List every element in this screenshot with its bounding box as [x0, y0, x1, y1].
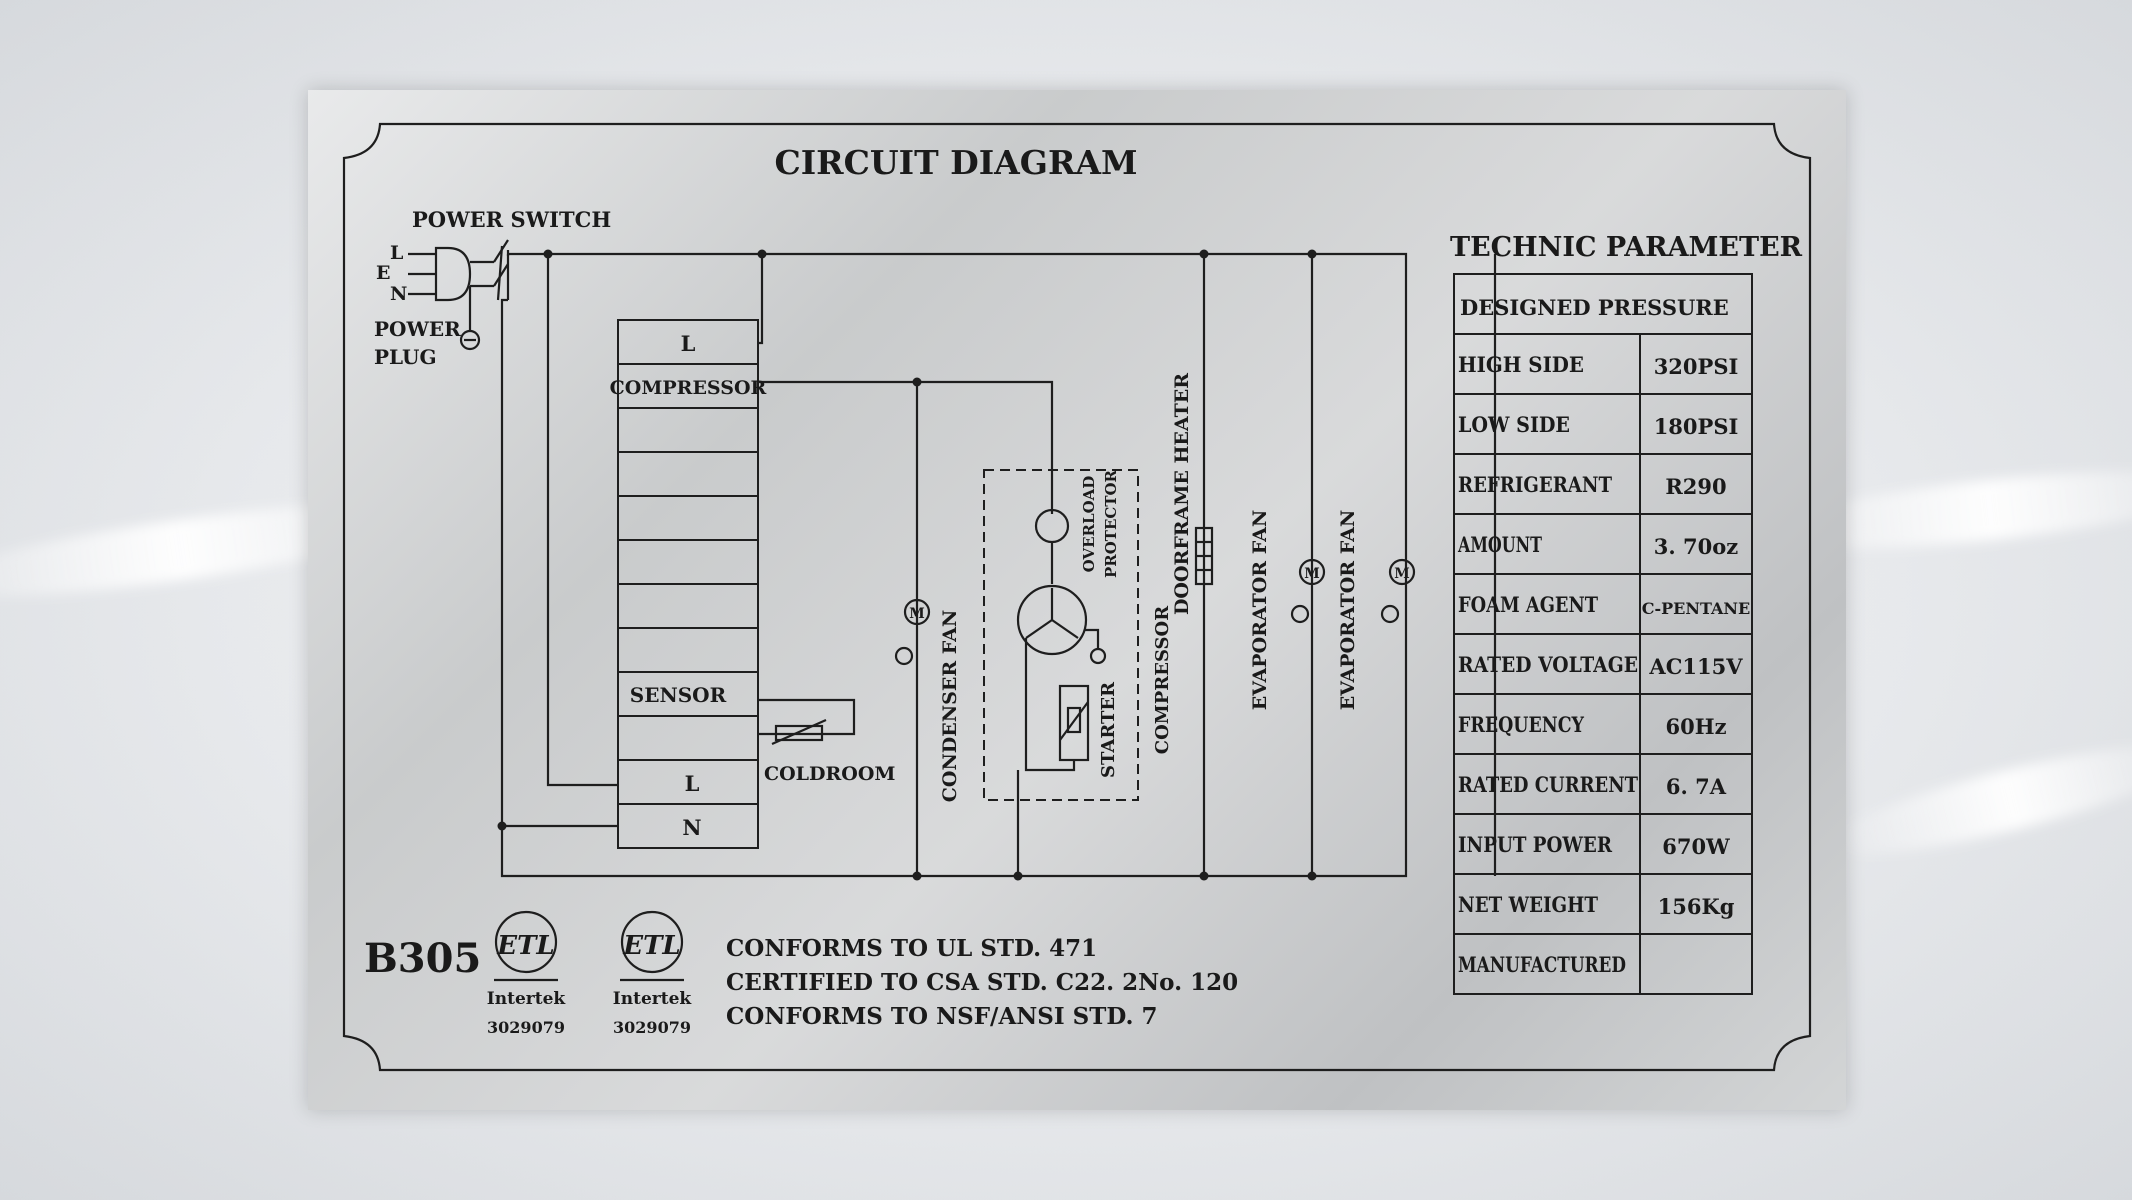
technic-row: MANUFACTURED	[1453, 933, 1753, 995]
coldroom-label: COLDROOM	[764, 763, 895, 785]
designed-pressure-label: DESIGNED PRESSURE	[1460, 295, 1729, 320]
diagram-title: CIRCUIT DIAGRAM	[774, 143, 1137, 182]
svg-text:ETL: ETL	[622, 931, 680, 961]
technic-row-label: LOW SIDE	[1458, 412, 1570, 437]
condenser-fan-icon: M	[894, 598, 931, 666]
overload-protector-label: PROTECTOR	[1102, 469, 1120, 578]
technic-row-label: INPUT POWER	[1458, 832, 1612, 857]
condenser-fan-label: CONDENSER FAN	[939, 610, 961, 802]
technic-row-value: 3. 70oz	[1654, 534, 1738, 559]
evaporator-fan-label: EVAPORATOR FAN	[1249, 510, 1271, 710]
technic-row: REFRIGERANT R290	[1453, 453, 1753, 515]
technic-row-value: AC115V	[1648, 654, 1743, 679]
junction-dot	[912, 377, 922, 387]
plate-border	[342, 122, 1812, 1072]
overload-protector-label: OVERLOAD	[1080, 476, 1098, 573]
background-light-streak	[1818, 724, 2132, 876]
junction-dot	[1307, 871, 1317, 881]
technic-row-label: NET WEIGHT	[1458, 892, 1598, 917]
technic-table: DESIGNED PRESSURE HIGH SIDE 320PSI LOW SID…	[1453, 273, 1753, 995]
technic-row-value: 60Hz	[1666, 714, 1727, 739]
overload-protector-icon	[1034, 508, 1070, 584]
plug-pin-e: E	[376, 262, 390, 284]
technic-row-label: RATED VOLTAGE	[1458, 652, 1638, 677]
technic-row: FOAM AGENT C-PENTANE	[1453, 573, 1753, 635]
compressor-label: COMPRESSOR	[1152, 605, 1173, 754]
starter-icon	[1024, 638, 1090, 772]
svg-text:M: M	[1304, 566, 1320, 582]
controller-l: L	[685, 771, 700, 796]
technic-row: RATED CURRENT 6. 7A	[1453, 753, 1753, 815]
evaporator-fan-label: EVAPORATOR FAN	[1337, 510, 1359, 710]
junction-dot	[1307, 249, 1317, 259]
power-plug-label: PLUG	[374, 345, 437, 369]
junction-dot	[1199, 249, 1209, 259]
controller-l-top: L	[681, 331, 696, 356]
junction-dot	[912, 871, 922, 881]
power-plug-label: POWER	[374, 317, 461, 341]
certification-number: 3029079	[613, 1018, 691, 1037]
technic-row-label: MANUFACTURED	[1458, 952, 1626, 977]
starter-label: STARTER	[1098, 681, 1119, 778]
compressor-enclosure	[983, 469, 1139, 801]
conformance-line: CERTIFIED TO CSA STD. C22. 2No. 120	[726, 969, 1238, 996]
plug-pin-n: N	[390, 283, 407, 305]
technic-row-value: 670W	[1662, 834, 1730, 859]
svg-text:ETL: ETL	[496, 931, 554, 961]
controller-n: N	[682, 815, 701, 840]
technic-row-label: FREQUENCY	[1458, 712, 1585, 737]
intertek-brand: Intertek	[613, 989, 693, 1009]
plug-pin-l: L	[390, 242, 403, 264]
controller-block: L COMPRESSOR SENSOR L N	[610, 319, 767, 849]
technic-row-label: RATED CURRENT	[1458, 772, 1638, 797]
junction-dot	[497, 821, 507, 831]
technic-row-label: HIGH SIDE	[1458, 352, 1584, 377]
circuit-diagram-plate: CIRCUIT DIAGRAM POWER SWITCH L E N POWER…	[342, 122, 1812, 1072]
evaporator-fan-icon: M	[1290, 558, 1326, 624]
technic-row-label: FOAM AGENT	[1458, 592, 1598, 617]
evaporator-fan-icon: M	[1380, 558, 1416, 624]
power-plug-icon	[408, 246, 494, 302]
technic-row-value: 180PSI	[1654, 414, 1739, 439]
power-switch-icon	[493, 239, 510, 301]
technic-row: AMOUNT 3. 70oz	[1453, 513, 1753, 575]
doorframe-heater-label: DOORFRAME HEATER	[1171, 373, 1193, 615]
svg-text:M: M	[909, 606, 925, 622]
junction-dot	[757, 249, 767, 259]
power-switch-label: POWER SWITCH	[412, 207, 611, 232]
technic-row-value: 156Kg	[1658, 894, 1735, 919]
ground-icon	[459, 286, 481, 351]
doorframe-heater-icon	[1194, 526, 1214, 586]
junction-dot	[1013, 871, 1023, 881]
coldroom-sensor-icon	[771, 718, 827, 746]
technic-row-value: 6. 7A	[1666, 774, 1727, 799]
junction-dot	[1199, 871, 1209, 881]
controller-compressor: COMPRESSOR	[610, 377, 767, 399]
technic-row-label: REFRIGERANT	[1458, 472, 1612, 497]
model-number: B305	[364, 935, 481, 982]
junction-dot	[543, 249, 553, 259]
controller-sensor: SENSOR	[630, 683, 727, 707]
technic-heading: TECHNIC PARAMETER	[1450, 232, 1803, 263]
svg-text:M: M	[1394, 566, 1410, 582]
technic-row-value: R290	[1665, 474, 1726, 499]
label-plate: CIRCUIT DIAGRAM POWER SWITCH L E N POWER…	[308, 90, 1846, 1110]
conformance-line: CONFORMS TO NSF/ANSI STD. 7	[726, 1003, 1158, 1030]
technic-row: INPUT POWER 670W	[1453, 813, 1753, 875]
technic-row-value: 320PSI	[1654, 354, 1739, 379]
technic-row-label: AMOUNT	[1457, 532, 1542, 557]
technic-row: FREQUENCY 60Hz	[1453, 693, 1753, 755]
etl-listing-mark: ETL Intertek 3029079	[487, 910, 567, 1037]
technic-row: HIGH SIDE 320PSI	[1453, 333, 1753, 395]
intertek-brand: Intertek	[487, 989, 567, 1009]
certification-number: 3029079	[487, 1018, 565, 1037]
etl-listing-mark: ETL Intertek 3029079	[613, 910, 693, 1037]
technic-row: NET WEIGHT 156Kg	[1453, 873, 1753, 935]
compressor-motor-icon	[1016, 584, 1107, 665]
technic-row-value: C-PENTANE	[1642, 599, 1751, 618]
technic-row: LOW SIDE 180PSI	[1453, 393, 1753, 455]
conformance-line: CONFORMS TO UL STD. 471	[726, 935, 1097, 962]
technic-row: RATED VOLTAGE AC115V	[1453, 633, 1753, 695]
